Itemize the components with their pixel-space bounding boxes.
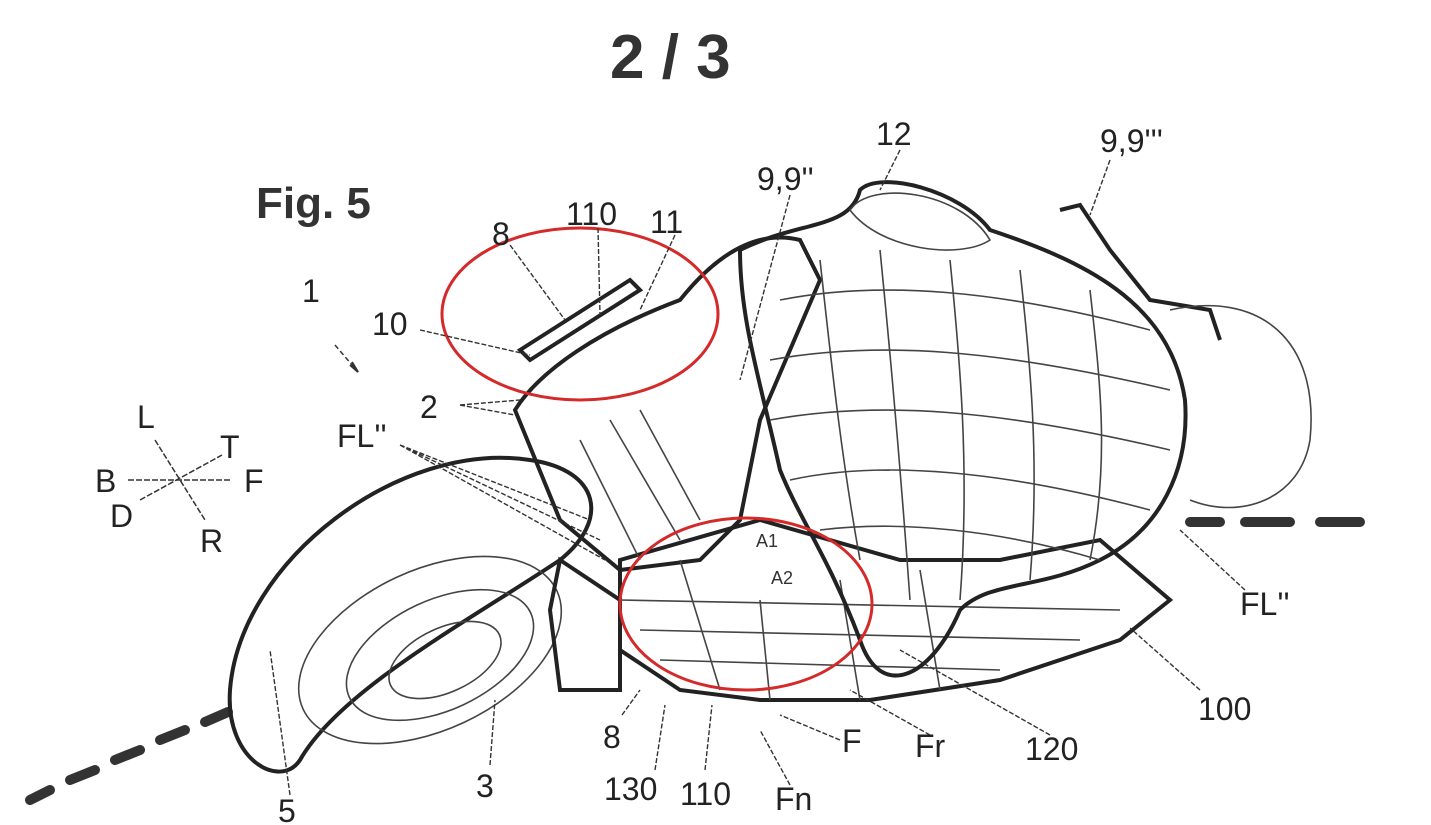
ref-fl-right: FL'' [1240, 586, 1290, 622]
ref-9-9pp: 9,9'' [757, 161, 814, 197]
ref-120: 120 [1025, 731, 1078, 767]
leader-lines [269, 149, 1246, 796]
ref-8-top: 8 [492, 216, 510, 252]
ref-3: 3 [476, 768, 494, 804]
axis-label-d: D [110, 498, 133, 534]
axis-label-l: L [137, 399, 155, 435]
ref-1: 1 [302, 273, 320, 309]
highlight-circle-lever [440, 226, 720, 402]
ref-10: 10 [372, 306, 408, 342]
ref-fl-left: FL'' [337, 418, 387, 454]
ref-a2: A2 [771, 568, 793, 588]
handlebar-lever [516, 277, 644, 363]
axis-label-b: B [95, 463, 116, 499]
front-wheel [227, 455, 594, 774]
ref-8-bottom: 8 [603, 719, 621, 755]
ref-110-bottom: 110 [680, 776, 731, 812]
ref-12: 12 [876, 116, 912, 152]
ref-130: 130 [604, 771, 657, 807]
ref-110-top: 110 [566, 196, 617, 232]
ref-9-9ppp: 9,9''' [1100, 123, 1163, 159]
figure-title: Fig. 5 [256, 179, 371, 228]
ref-fr: Fr [915, 728, 946, 764]
axis-label-t: T [220, 429, 240, 465]
ref-fn: Fn [775, 781, 812, 817]
ref-2: 2 [420, 389, 438, 425]
ref-5: 5 [278, 793, 296, 825]
highlight-circle-contact [618, 516, 874, 692]
motorcycle-body [512, 202, 1312, 702]
page-number: 2 / 3 [610, 23, 731, 92]
ref-a1: A1 [756, 531, 778, 551]
axis-label-f: F [244, 463, 264, 499]
ref-f: F [842, 723, 862, 759]
ref-100: 100 [1198, 691, 1251, 727]
rider [737, 180, 1188, 678]
axis-label-r: R [200, 523, 223, 559]
direction-axes-legend [128, 439, 230, 521]
ref-11: 11 [650, 204, 683, 240]
ground-line [25, 517, 1365, 805]
